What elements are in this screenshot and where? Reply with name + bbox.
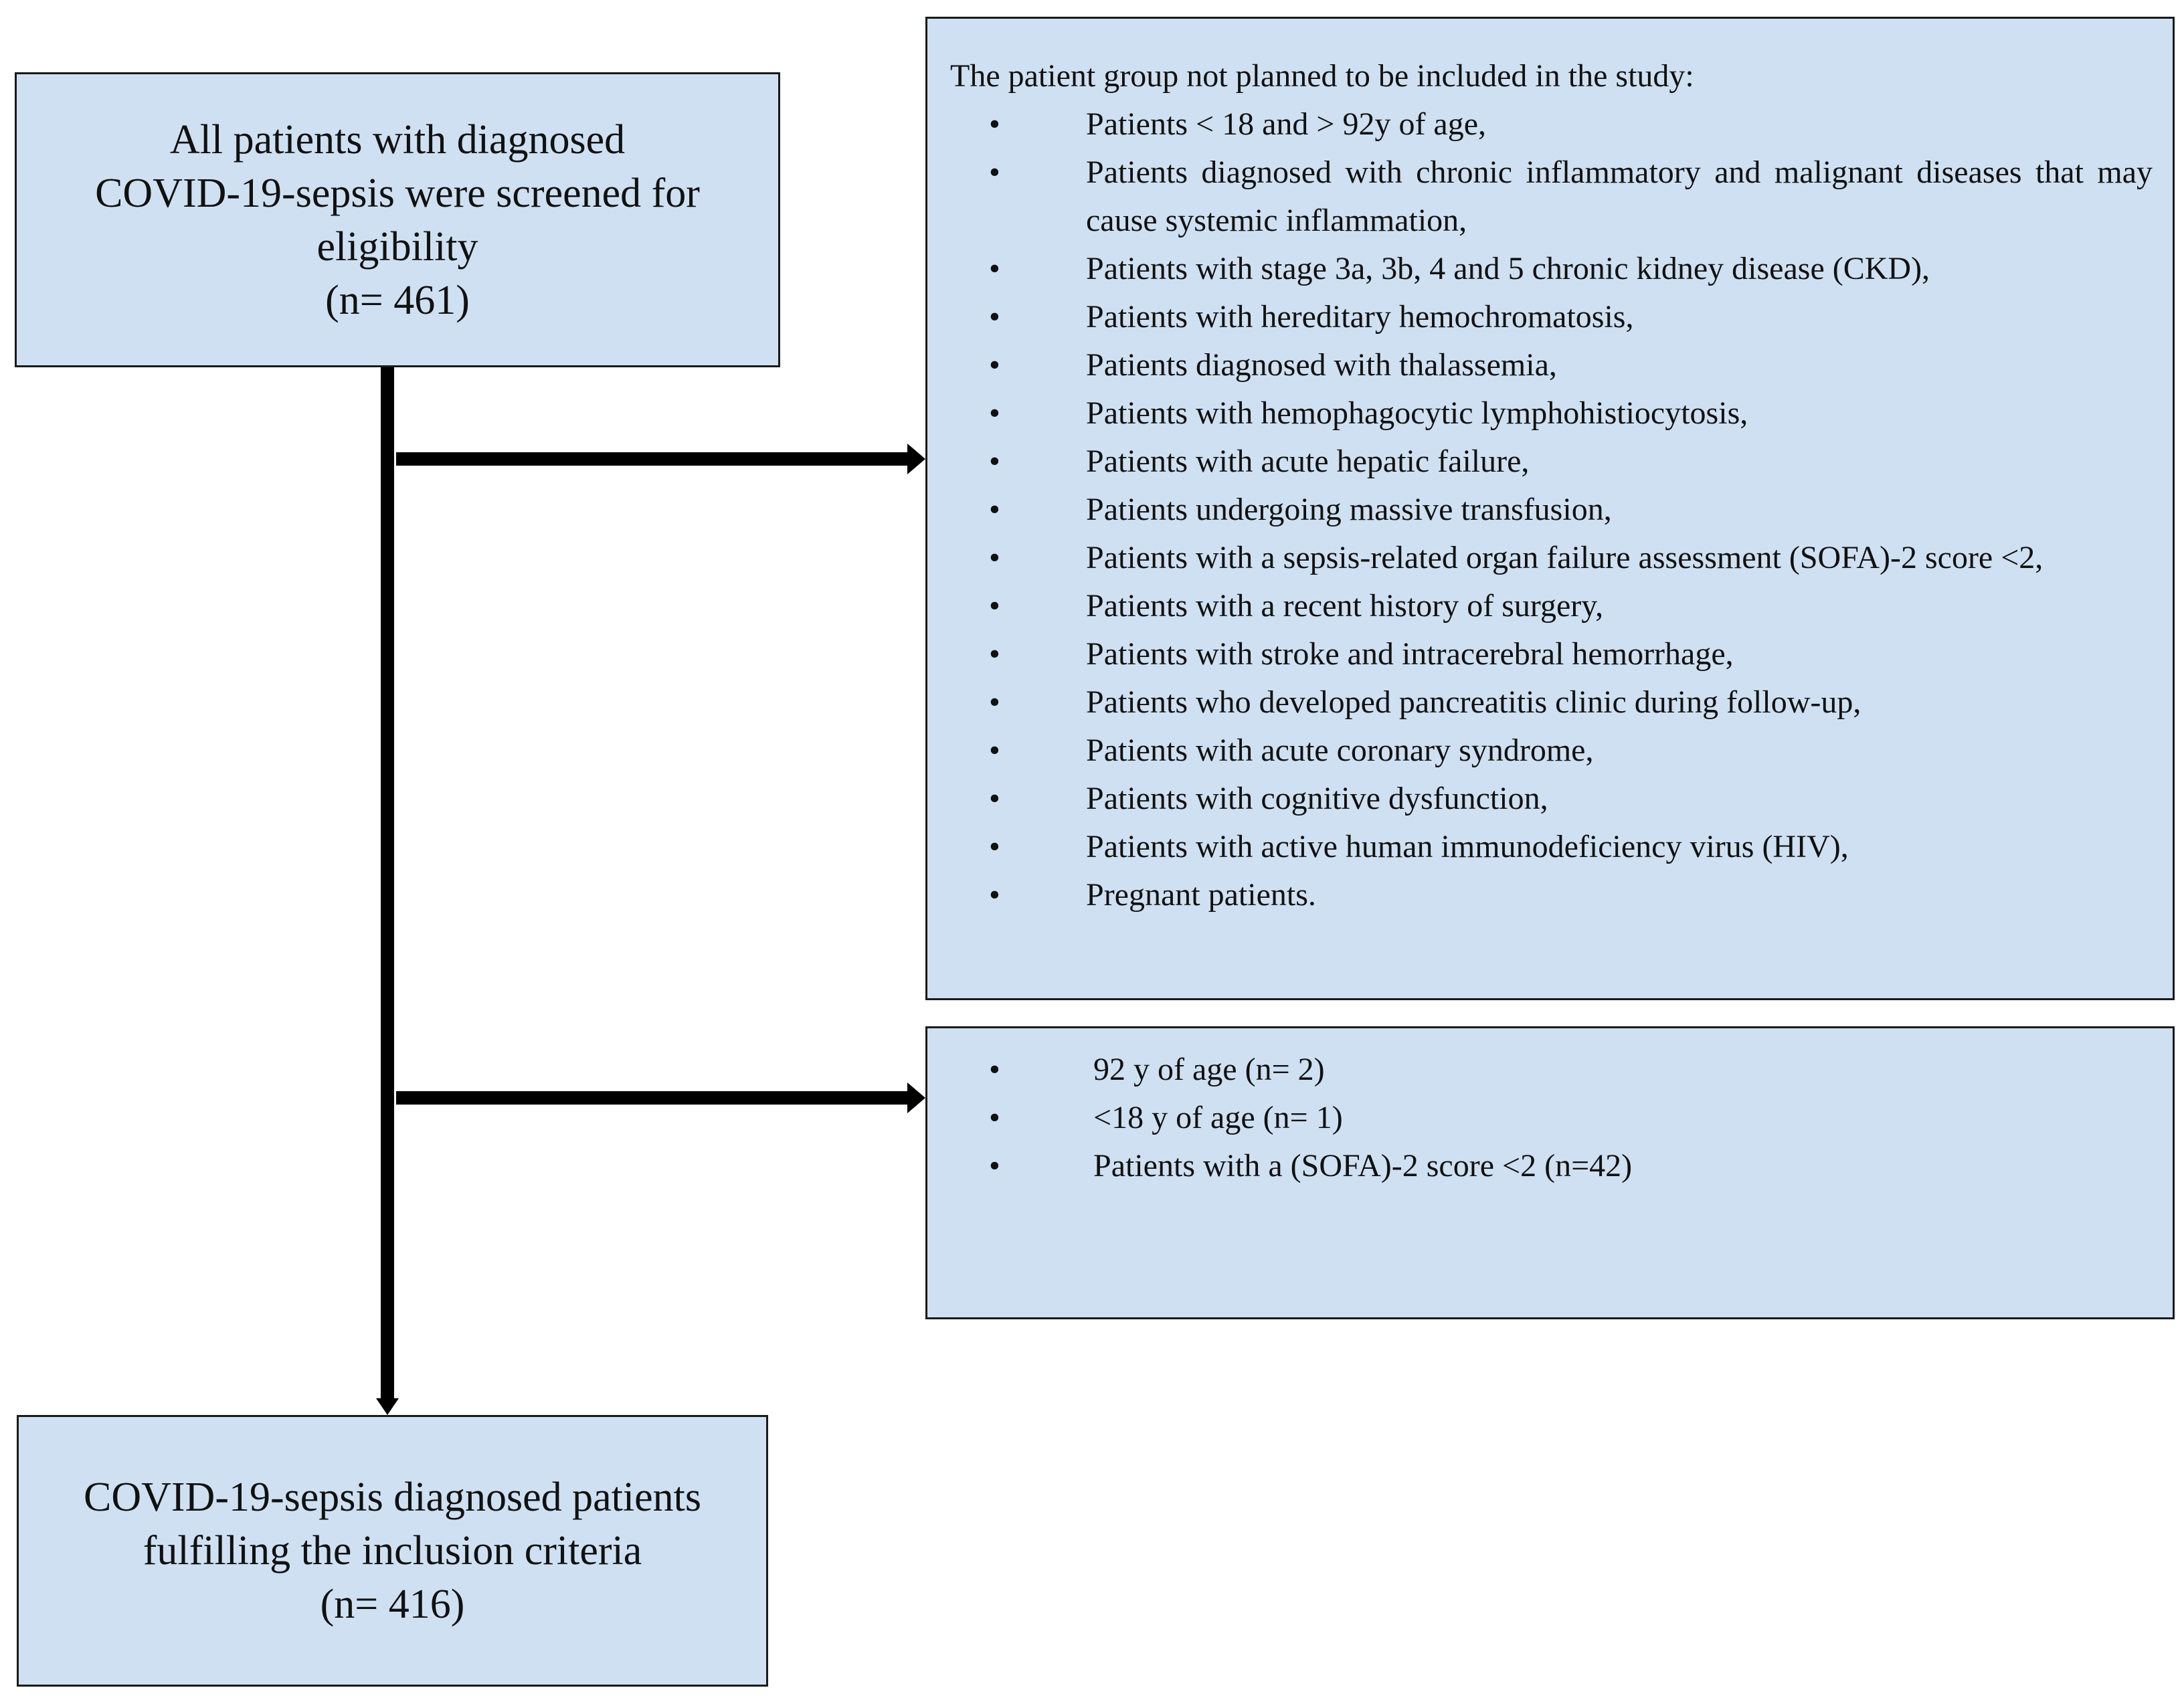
exclusion-criterion: •Patients who developed pancreatitis cli… (950, 678, 2173, 727)
screened-line-2: COVID-19-sepsis were screened for (95, 170, 700, 216)
right-arrowhead-criteria (907, 444, 925, 474)
exclusion-criterion: •Patients with a sepsis-related organ fa… (950, 534, 2173, 582)
exclusion-criterion: •Patients undergoing massive transfusion… (950, 486, 2173, 534)
bullet-icon: • (989, 1148, 1000, 1184)
right-arrowhead-excluded (907, 1082, 925, 1113)
bullet-icon: • (989, 684, 1000, 720)
bullet-icon: • (989, 155, 1000, 190)
bullet-icon: • (989, 829, 1000, 864)
excluded-patients-list: •92 y of age (n= 2) •<18 y of age (n= 1)… (950, 1046, 2173, 1190)
bullet-icon: • (989, 781, 1000, 816)
exclusion-criterion: •Patients with stage 3a, 3b, 4 and 5 chr… (950, 245, 2173, 293)
exclusion-criterion: •Patients with cognitive dysfunction, (950, 775, 2173, 823)
exclusion-criterion: •Patients with acute coronary syndrome, (950, 727, 2173, 775)
bullet-icon: • (989, 588, 1000, 624)
exclusion-criterion: •Patients with hemophagocytic lymphohist… (950, 389, 2173, 438)
included-patients-box: COVID-19-sepsis diagnosed patients fulfi… (17, 1415, 768, 1687)
exclusion-criteria-heading: The patient group not planned to be incl… (950, 58, 1694, 94)
bullet-icon: • (989, 251, 1000, 286)
exclusion-criterion: •Patients diagnosed with thalassemia, (950, 341, 2173, 389)
exclusion-criterion: •Patients diagnosed with chronic inflamm… (950, 149, 2173, 245)
screened-count: (n= 461) (325, 277, 470, 323)
bullet-icon: • (989, 299, 1000, 335)
screened-line-3: eligibility (316, 223, 478, 270)
bullet-icon: • (989, 1052, 1000, 1087)
down-arrowhead (376, 1398, 399, 1415)
bullet-icon: • (989, 877, 1000, 913)
exclusion-criterion: •Patients with acute hepatic failure, (950, 438, 2173, 486)
screened-patients-box: All patients with diagnosed COVID-19-sep… (15, 72, 780, 367)
excluded-item: •<18 y of age (n= 1) (950, 1094, 2173, 1142)
excluded-item: •92 y of age (n= 2) (950, 1046, 2173, 1094)
exclusion-criterion: •Patients with stroke and intracerebral … (950, 630, 2173, 678)
exclusion-criteria-box: The patient group not planned to be incl… (925, 17, 2175, 1000)
exclusion-criterion: •Patients with hereditary hemochromatosi… (950, 293, 2173, 341)
bullet-icon: • (989, 540, 1000, 575)
bullet-icon: • (989, 106, 1000, 142)
included-line-2: fulfilling the inclusion criteria (143, 1528, 642, 1574)
bullet-icon: • (989, 492, 1000, 527)
bullet-icon: • (989, 444, 1000, 479)
exclusion-criterion: •Patients with a recent history of surge… (950, 582, 2173, 630)
bullet-icon: • (989, 1100, 1000, 1135)
bullet-icon: • (989, 395, 1000, 431)
included-line-1: COVID-19-sepsis diagnosed patients (84, 1475, 701, 1520)
bullet-icon: • (989, 347, 1000, 383)
exclusion-criterion: •Patients with active human immunodefici… (950, 823, 2173, 871)
bullet-icon: • (989, 733, 1000, 768)
exclusion-criteria-list: •Patients < 18 and > 92y of age, •Patien… (950, 100, 2173, 919)
exclusion-criterion: •Patients < 18 and > 92y of age, (950, 100, 2173, 149)
included-count: (n= 416) (320, 1582, 465, 1627)
screened-line-1: All patients with diagnosed (169, 116, 626, 163)
excluded-patients-box: •92 y of age (n= 2) •<18 y of age (n= 1)… (925, 1026, 2175, 1319)
bullet-icon: • (989, 636, 1000, 672)
excluded-item: •Patients with a (SOFA)-2 score <2 (n=42… (950, 1142, 2173, 1190)
exclusion-criterion: •Pregnant patients. (950, 871, 2173, 919)
